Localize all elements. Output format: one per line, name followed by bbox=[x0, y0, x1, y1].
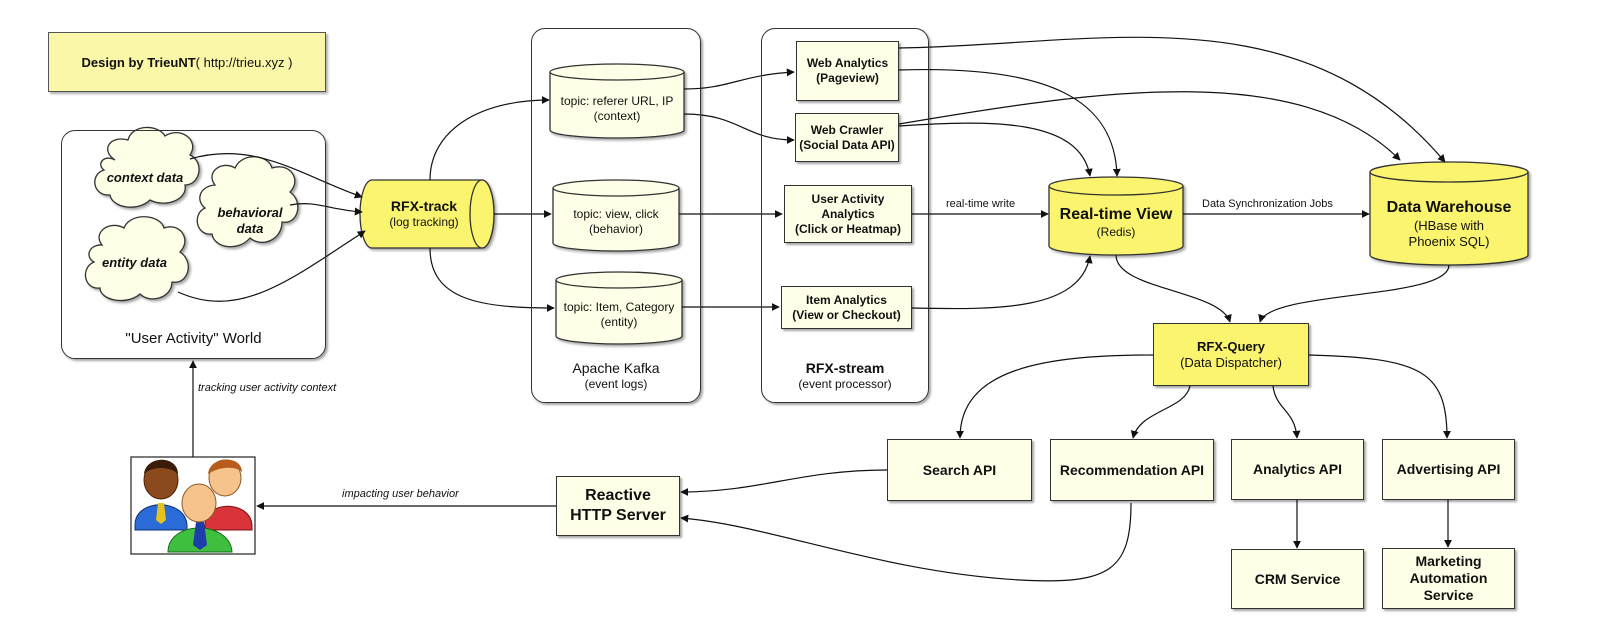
web-analytics-line2: (Pageview) bbox=[816, 71, 879, 85]
rfx-track-title: RFX-track bbox=[390, 198, 458, 214]
kafka-topic-2-shape bbox=[552, 179, 680, 252]
label-impacting: impacting user behavior bbox=[342, 488, 459, 500]
user-activity-analytics-box: User Activity Analytics (Click or Heatma… bbox=[784, 185, 912, 243]
stream-sub: (event processor) bbox=[798, 377, 892, 391]
kafka-topic-context: topic: referer URL, IP (context) bbox=[550, 92, 684, 126]
rfx-track-sub: (log tracking) bbox=[389, 215, 459, 229]
edge-realtime-query bbox=[1115, 254, 1232, 323]
connectors bbox=[177, 36, 1452, 582]
kafka-caption-block: Apache Kafka (event logs) bbox=[531, 360, 701, 392]
user-activity-line1: User Activity Analytics bbox=[811, 191, 885, 221]
user-activity-world-group bbox=[61, 130, 326, 359]
kafka-group bbox=[531, 28, 701, 403]
edge-topic1-webanalytics bbox=[683, 68, 795, 90]
note-url: ( http://trieu.xyz ) bbox=[195, 54, 293, 70]
web-analytics-line1: Web Analytics bbox=[806, 56, 889, 70]
rfx-stream-group bbox=[761, 28, 929, 403]
kafka-sub: (event logs) bbox=[584, 377, 648, 391]
recommendation-api-box: Recommendation API bbox=[1050, 439, 1214, 501]
edge-query-search bbox=[956, 354, 1154, 439]
realtime-view-shape bbox=[1048, 176, 1184, 256]
cloud-label-context: context data bbox=[106, 169, 184, 185]
topic-entity-line2: (entity) bbox=[600, 315, 638, 329]
cloud-label-behavioral: behavioral data bbox=[217, 205, 283, 236]
realtime-sub: (Redis) bbox=[1096, 224, 1136, 239]
users-avatar-icon bbox=[130, 456, 256, 555]
label-sync-jobs: Data Synchronization Jobs bbox=[1202, 198, 1333, 210]
rfx-track-node: RFX-track (log tracking) bbox=[372, 192, 476, 236]
search-api-box: Search API bbox=[887, 439, 1032, 501]
advertising-api-box: Advertising API bbox=[1382, 439, 1515, 500]
edge-track-topic3 bbox=[429, 247, 555, 312]
kafka-topic-1-shape bbox=[549, 63, 685, 139]
stream-caption: RFX-stream bbox=[805, 360, 885, 376]
kafka-topic-3-shape bbox=[555, 271, 683, 345]
edge-webcrawler-realtime bbox=[898, 122, 1093, 177]
stream-caption-block: RFX-stream (event processor) bbox=[761, 360, 929, 392]
topic-behavior-line1: topic: view, click bbox=[573, 207, 659, 221]
data-warehouse-shape bbox=[1369, 161, 1529, 266]
design-note: Design by TrieuNT ( http://trieu.xyz ) bbox=[48, 32, 326, 92]
topic-context-line1: topic: referer URL, IP bbox=[560, 94, 674, 108]
warehouse-title: Data Warehouse bbox=[1386, 199, 1512, 216]
world-caption: "User Activity" World bbox=[125, 330, 262, 347]
rfx-query-box: RFX-Query (Data Dispatcher) bbox=[1153, 323, 1309, 386]
item-analytics-line1: Item Analytics bbox=[806, 292, 887, 307]
edge-warehouse-query bbox=[1258, 264, 1450, 323]
cloud-behavioral-data bbox=[196, 156, 299, 248]
realtime-title: Real-time View bbox=[1059, 205, 1173, 223]
item-analytics-box: Item Analytics (View or Checkout) bbox=[781, 286, 912, 329]
item-analytics-line2: (View or Checkout) bbox=[792, 307, 901, 322]
edge-track-topic1 bbox=[429, 96, 550, 181]
kafka-topic-entity: topic: Item, Category (entity) bbox=[556, 298, 682, 332]
warehouse-sub2: Phoenix SQL) bbox=[1408, 234, 1490, 249]
web-crawler-line2: (Social Data API) bbox=[799, 137, 895, 152]
query-sub: (Data Dispatcher) bbox=[1180, 354, 1282, 370]
cloud-label-entity: entity data bbox=[101, 254, 167, 270]
edge-webanalytics-realtime bbox=[898, 68, 1121, 177]
web-analytics-box: Web Analytics (Pageview) bbox=[796, 41, 899, 101]
edge-webcrawler-warehouse bbox=[898, 91, 1401, 161]
query-title: RFX-Query bbox=[1197, 338, 1265, 354]
realtime-view-node: Real-time View (Redis) bbox=[1049, 200, 1183, 244]
warehouse-sub1: (HBase with bbox=[1413, 218, 1485, 233]
edge-query-recommendation bbox=[1130, 385, 1191, 439]
reactive-line2: HTTP Server bbox=[570, 507, 666, 524]
edge-entity-track bbox=[177, 230, 366, 302]
reactive-line1: Reactive bbox=[585, 487, 651, 504]
edge-item-realtime bbox=[911, 255, 1093, 310]
edge-behavioral-track bbox=[289, 203, 363, 216]
reactive-http-server-box: Reactive HTTP Server bbox=[556, 476, 680, 536]
web-crawler-line1: Web Crawler bbox=[810, 122, 884, 137]
edge-webanalytics-warehouse bbox=[898, 36, 1446, 163]
edge-context-track bbox=[189, 152, 363, 199]
edge-query-analytics bbox=[1272, 385, 1301, 439]
rfx-track-cylinder-shape bbox=[359, 179, 495, 249]
analytics-api-box: Analytics API bbox=[1231, 439, 1364, 500]
kafka-topic-behavior: topic: view, click (behavior) bbox=[553, 205, 679, 239]
edge-search-reactive bbox=[680, 469, 888, 496]
crm-service-box: CRM Service bbox=[1231, 549, 1364, 609]
web-crawler-box: Web Crawler (Social Data API) bbox=[795, 113, 899, 162]
edge-recommendation-reactive bbox=[680, 502, 1132, 582]
cloud-entity-data bbox=[84, 216, 189, 302]
data-warehouse-node: Data Warehouse (HBase with Phoenix SQL) bbox=[1370, 195, 1528, 253]
note-author: Design by TrieuNT bbox=[81, 54, 196, 70]
label-tracking: tracking user activity context bbox=[198, 382, 337, 394]
topic-entity-line1: topic: Item, Category bbox=[563, 300, 675, 314]
user-activity-line2: (Click or Heatmap) bbox=[794, 221, 902, 236]
label-realtime-write: real-time write bbox=[946, 198, 1016, 210]
kafka-caption: Apache Kafka bbox=[572, 360, 660, 376]
marketing-service-box: Marketing Automation Service bbox=[1382, 548, 1515, 609]
edge-query-advertising bbox=[1308, 354, 1451, 439]
topic-context-line2: (context) bbox=[593, 109, 641, 123]
topic-behavior-line2: (behavior) bbox=[588, 222, 644, 236]
